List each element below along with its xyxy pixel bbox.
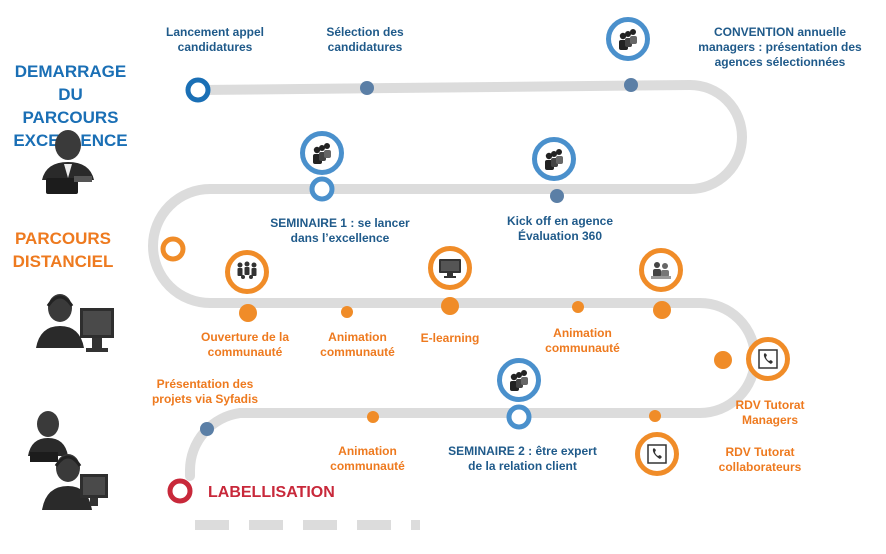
step-convention: CONVENTION annuelle managers : présentat… <box>698 25 862 69</box>
step-dot-rdv-collab <box>649 410 661 422</box>
step-dot-seminaire2 <box>506 404 532 430</box>
step-dot-kickoff <box>550 189 564 203</box>
step-dot-convention <box>624 78 638 92</box>
computer-icon <box>428 246 472 290</box>
teleworker-icon <box>28 411 108 510</box>
step-dot-presentation <box>200 422 214 436</box>
step-dot-rdv-managers <box>714 351 732 369</box>
group-icon <box>497 358 541 402</box>
step-selection: Sélection des candidatures <box>326 25 404 54</box>
step-rdv-managers: RDV Tutorat Managers <box>735 398 805 427</box>
labellisation-marker <box>167 478 193 504</box>
start-marker <box>185 77 211 103</box>
step-dot-elearning <box>441 297 459 315</box>
step-ouverture: Ouverture de la communauté <box>200 330 290 359</box>
step-dot-animation1 <box>341 306 353 318</box>
step-animation3: Animation communauté <box>330 444 405 473</box>
phase-demarrage: DEMARRAGE DU PARCOURS EXCELLENCE <box>13 62 127 150</box>
step-dot-rdv-bend <box>653 301 671 319</box>
group-icon <box>300 131 344 175</box>
step-rdv-collab: RDV Tutorat collaborateurs <box>718 445 802 474</box>
step-dot-selection <box>360 81 374 95</box>
phone-icon <box>746 337 790 381</box>
step-kickoff: Kick off en agence Évaluation 360 <box>506 214 614 243</box>
step-dot-seminaire1 <box>309 176 335 202</box>
step-dot-animation2 <box>572 301 584 313</box>
meeting-icon <box>639 248 683 292</box>
distanciel-marker <box>160 236 186 262</box>
step-elearning: E-learning <box>420 331 480 345</box>
step-dot-animation3 <box>367 411 379 423</box>
step-animation2: Animation communauté <box>545 326 620 355</box>
phone-icon <box>635 432 679 476</box>
team-icon <box>225 250 269 294</box>
step-seminaire2: SEMINAIRE 2 : être expert de la relation… <box>448 444 597 473</box>
group-icon <box>532 137 576 181</box>
manager-icon <box>42 130 94 194</box>
step-seminaire1: SEMINAIRE 1 : se lancer dans l’excellenc… <box>270 216 410 245</box>
step-lancement: Lancement appel candidatures <box>165 25 265 54</box>
teleworker-icon <box>36 294 114 352</box>
step-dot-ouverture <box>239 304 257 322</box>
phase-distanciel: PARCOURS DISTANCIEL <box>12 229 114 271</box>
group-icon <box>606 17 650 61</box>
step-presentation: Présentation des projets via Syfadis <box>151 377 259 406</box>
step-animation1: Animation communauté <box>320 330 395 359</box>
phase-labellisation: LABELLISATION <box>208 484 335 501</box>
